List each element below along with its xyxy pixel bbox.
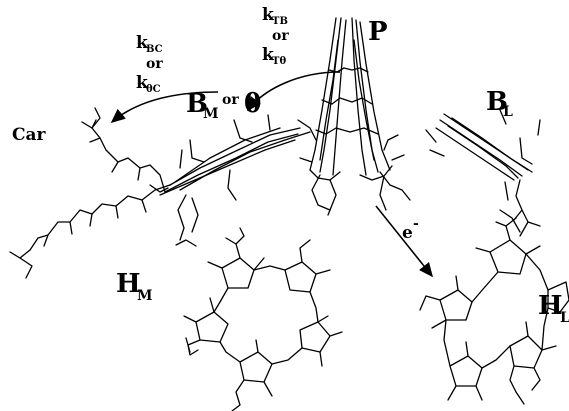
rate-left-or: or (146, 56, 163, 72)
label-p: P (368, 17, 388, 47)
rate-left-k2: k (136, 73, 149, 93)
label-bm-or-theta: B M or θ (186, 89, 261, 122)
rate-left-k2-sub: θC (146, 84, 161, 95)
bl-structure (425, 109, 541, 237)
label-hl-sub: L (560, 310, 569, 326)
label-hm-sub: M (137, 288, 153, 304)
label-bl-base: B (486, 87, 508, 117)
label-electron-base: e (402, 223, 413, 243)
rate-right-or: or (272, 28, 289, 44)
label-bm-or: or (222, 92, 239, 108)
rate-right-k1: k (262, 5, 275, 25)
rate-constant-right: k TB or k Tθ (262, 5, 289, 67)
label-electron-sup: - (413, 216, 419, 232)
rate-right-k2: k (262, 45, 275, 65)
label-hm: H M (116, 269, 153, 304)
label-bl: B L (486, 87, 513, 120)
carotenoid-structure (9, 107, 171, 279)
label-hl-base: H (538, 291, 563, 321)
label-bm-base: B (186, 89, 208, 119)
rate-left-k1: k (136, 33, 149, 53)
arrow-electron-transfer (375, 205, 433, 278)
label-theta: θ (244, 89, 261, 119)
rate-left-k1-sub: BC (146, 44, 163, 55)
label-bl-sub: L (503, 104, 513, 120)
label-hl: H L (538, 291, 569, 326)
rate-right-k1-sub: TB (272, 16, 288, 27)
arrow-bm-to-car (110, 91, 219, 124)
bm-structure (149, 114, 311, 247)
arrow-p-to-bm (247, 71, 341, 112)
hl-structure (419, 209, 569, 405)
rate-constant-left: k BC or k θC (136, 33, 163, 95)
label-car: Car (12, 125, 47, 145)
label-hm-base: H (116, 269, 141, 299)
label-bm-sub: M (203, 106, 219, 122)
label-electron: e - (402, 216, 419, 243)
special-pair-structure (297, 17, 411, 216)
hm-structure (183, 227, 343, 411)
rate-right-k2-sub: Tθ (272, 56, 286, 67)
